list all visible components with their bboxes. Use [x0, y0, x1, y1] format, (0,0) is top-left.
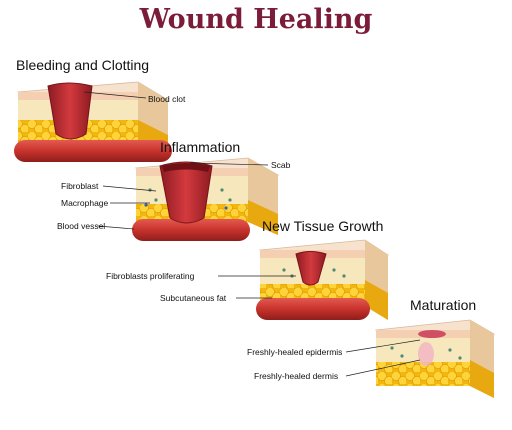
label-blood-vessel: Blood vessel	[57, 221, 106, 231]
stage-3-block	[218, 239, 390, 320]
label-fibroblasts-proliferating: Fibroblasts proliferating	[106, 271, 195, 281]
stage-4-block	[345, 319, 496, 398]
stage-1-title: Bleeding and Clotting	[16, 57, 150, 73]
label-blood-clot: Blood clot	[148, 94, 186, 104]
label-subcutaneous-fat: Subcutaneous fat	[160, 293, 227, 303]
stage-1-block	[14, 81, 172, 162]
stage-4-dermis-scar	[418, 342, 434, 366]
stage-2-title: Inflammation	[160, 139, 241, 155]
label-freshly-healed-epidermis: Freshly-healed epidermis	[247, 347, 343, 357]
label-macrophage: Macrophage	[61, 198, 109, 208]
stage-3-vessel	[256, 298, 370, 320]
stage-2-wound	[159, 161, 213, 224]
stage-2-block	[97, 157, 280, 241]
label-scab: Scab	[271, 160, 291, 170]
stage-3-wound	[295, 251, 327, 286]
stage-4-epidermis-scar	[418, 330, 446, 338]
label-fibroblast: Fibroblast	[61, 181, 99, 191]
page-title: Wound Healing	[139, 4, 373, 35]
stage-4-title: Maturation	[410, 297, 477, 313]
label-freshly-healed-dermis: Freshly-healed dermis	[254, 371, 339, 381]
stage-1-vessel	[14, 140, 172, 162]
stage-3-title: New Tissue Growth	[262, 218, 384, 234]
stage-2-vessel	[132, 219, 250, 241]
stage-1-wound	[47, 82, 93, 140]
